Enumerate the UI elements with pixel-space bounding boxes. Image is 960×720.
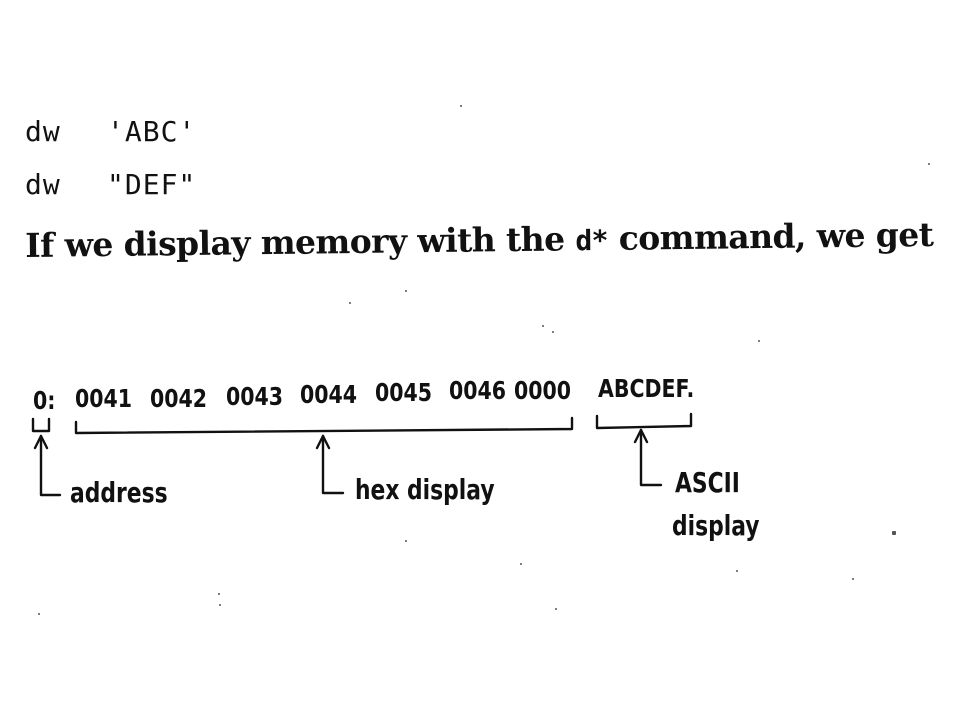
arrow-up-icon (33, 434, 49, 450)
hex-word-7: 0000 (514, 376, 572, 405)
scan-speck (555, 608, 557, 610)
hex-word-2: 0042 (150, 384, 208, 413)
scan-speck (520, 563, 522, 565)
ascii-bracket (595, 412, 693, 430)
scan-speck (852, 578, 854, 580)
address-arrow-line (39, 434, 62, 497)
scan-speck (892, 531, 896, 535)
scan-speck (758, 340, 760, 342)
hex-word-1: 0041 (75, 384, 133, 413)
label-ascii: ASCII (675, 466, 740, 499)
scan-speck (460, 105, 462, 107)
scan-speck (736, 570, 738, 572)
scan-speck (405, 290, 407, 292)
code-line-1: dw 'ABC' (25, 115, 196, 148)
ascii-arrow-line (639, 428, 663, 487)
label-address: address (70, 476, 168, 509)
scan-speck (38, 613, 40, 615)
hex-word-3: 0043 (226, 382, 284, 411)
scan-speck (552, 331, 554, 333)
scan-speck (405, 540, 407, 542)
hex-arrow-line (321, 434, 345, 495)
directive-keyword: dw (25, 168, 61, 201)
label-hex-display: hex display (355, 473, 495, 506)
scan-speck (928, 163, 930, 165)
hex-word-4: 0044 (300, 380, 358, 409)
arrow-up-icon (315, 434, 331, 450)
address-bracket (31, 417, 51, 433)
directive-keyword: dw (25, 115, 61, 148)
ascii-text: ABCDEF. (598, 374, 695, 403)
directive-value: 'ABC' (107, 115, 197, 148)
hex-word-6: 0046 (449, 376, 507, 405)
scan-speck (218, 593, 220, 595)
arrow-up-icon (633, 428, 649, 444)
hex-word-5: 0045 (375, 378, 433, 407)
hex-bracket (74, 416, 574, 435)
label-ascii-display: display (672, 509, 760, 542)
scan-speck (542, 325, 544, 327)
dump-address: 0: (33, 386, 56, 415)
scan-speck (349, 302, 351, 304)
directive-value: "DEF" (107, 168, 197, 201)
scan-speck (219, 604, 221, 606)
code-line-2: dw "DEF" (25, 168, 196, 201)
